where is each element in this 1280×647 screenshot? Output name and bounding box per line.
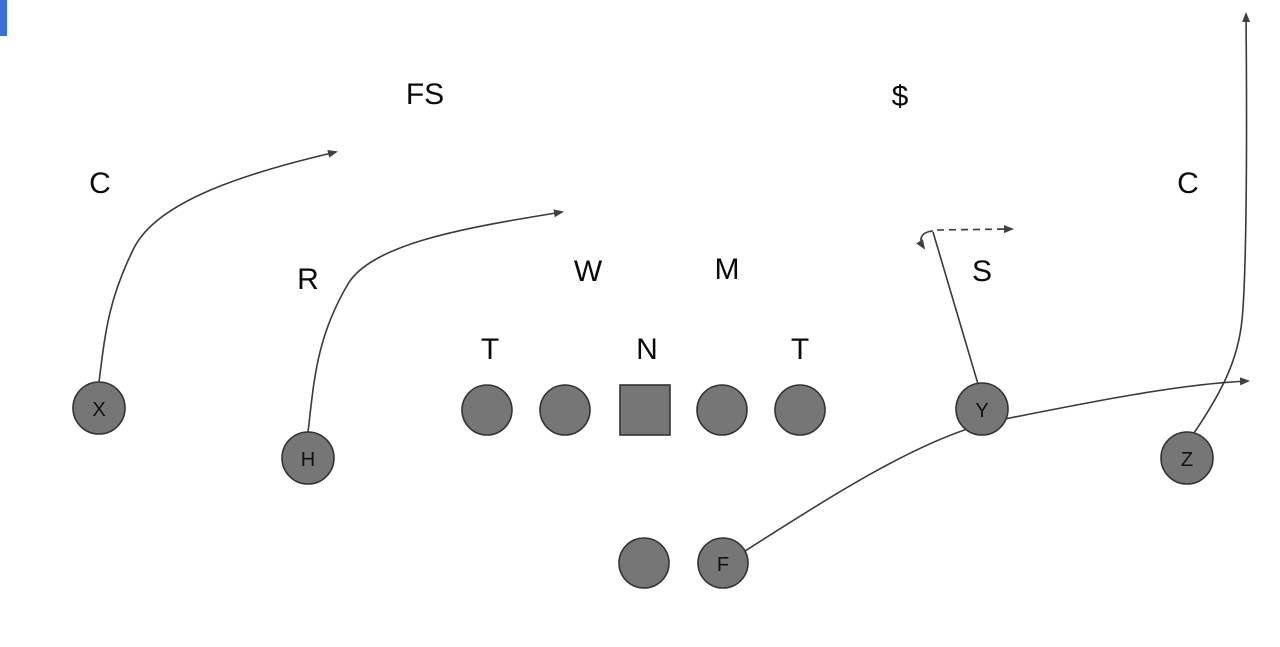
- will-backer-label: W: [574, 255, 603, 288]
- fullback-node[interactable]: [697, 537, 749, 589]
- y-route-option-dashed-arrow[interactable]: [936, 225, 1014, 234]
- mike-backer-label: M: [715, 253, 740, 286]
- x-receiver-node[interactable]: [72, 381, 126, 435]
- free-safety-label: FS: [406, 78, 444, 111]
- z-node-label: Z: [1181, 449, 1193, 471]
- r-backer-label: R: [297, 263, 319, 296]
- center-square[interactable]: [619, 384, 671, 436]
- sam-backer-label: S: [972, 255, 992, 288]
- lineman-left-guard[interactable]: [539, 384, 591, 436]
- quarterback-node[interactable]: [618, 537, 670, 589]
- y-tightend-node[interactable]: [955, 382, 1009, 436]
- y-route-hook-arrow[interactable]: [916, 230, 934, 250]
- z-receiver-node[interactable]: [1160, 431, 1214, 485]
- f-node-label: F: [717, 554, 729, 576]
- corner-right-label: C: [1177, 167, 1199, 200]
- h-route-arrow[interactable]: [307, 209, 564, 433]
- lineman-left-tackle[interactable]: [461, 384, 513, 436]
- x-node-label: X: [92, 399, 105, 421]
- lineman-right-tackle[interactable]: [774, 384, 826, 436]
- x-route-arrow[interactable]: [98, 149, 338, 383]
- nose-label: N: [636, 333, 658, 366]
- h-node-label: H: [301, 449, 315, 471]
- corner-left-label: C: [89, 167, 111, 200]
- text-cursor: [0, 0, 7, 36]
- h-back-node[interactable]: [281, 431, 335, 485]
- tackle-left-label: T: [481, 333, 499, 366]
- z-go-route-arrow[interactable]: [1191, 12, 1251, 437]
- tackle-right-label: T: [791, 333, 809, 366]
- y-route-stem[interactable]: [932, 231, 979, 385]
- y-node-label: Y: [975, 400, 988, 422]
- lineman-right-guard[interactable]: [696, 384, 748, 436]
- strong-safety-label: $: [892, 80, 909, 113]
